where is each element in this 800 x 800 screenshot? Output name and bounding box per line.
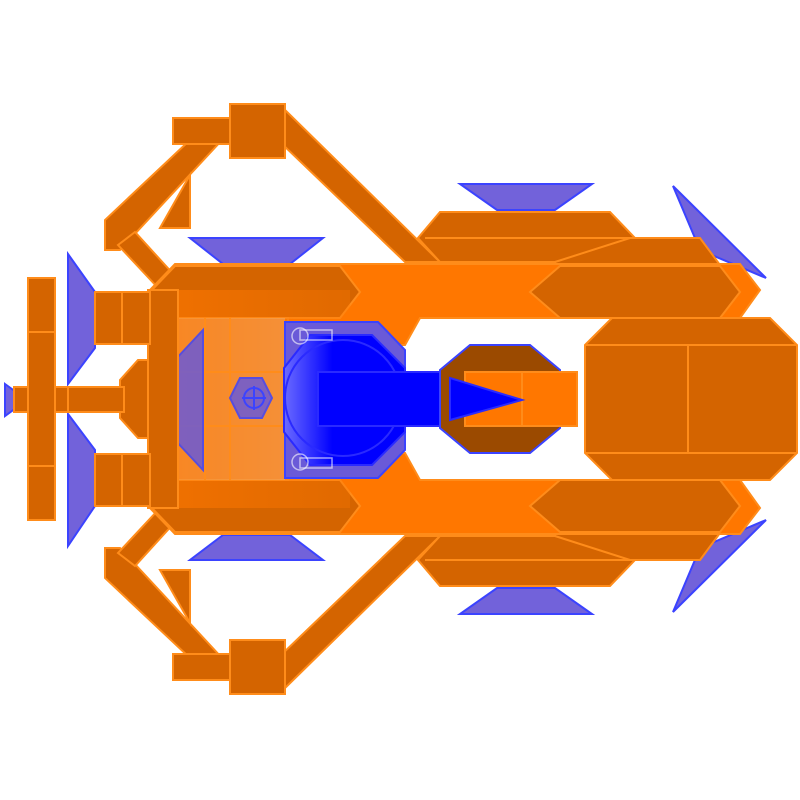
barrel-housing: [317, 371, 459, 427]
top-latch: [299, 329, 333, 341]
bottom-latch: [299, 457, 333, 469]
top-arm-block: [229, 103, 286, 159]
top-bolt: [291, 327, 309, 345]
cannon-spike: [449, 376, 526, 422]
cannon: [439, 344, 578, 454]
left-fin-bottom: [67, 411, 96, 550]
nose-wedge: [119, 359, 149, 439]
top-fin-far: [456, 183, 596, 211]
top-arm-outer: [104, 139, 225, 251]
bottom-fin-near: [187, 534, 326, 561]
front-bumper: [147, 289, 179, 509]
bottom-rail-panel: [528, 479, 742, 533]
left-fin-top: [67, 250, 96, 387]
nose-assembly: [13, 277, 179, 521]
bottom-arm-block: [229, 639, 286, 695]
bottom-fin-far: [456, 587, 596, 615]
arm-struts: [104, 103, 443, 695]
cockpit: [283, 321, 459, 479]
bottom-bolt: [291, 453, 309, 471]
top-arm-cap: [172, 117, 231, 145]
top-rail-panel: [528, 265, 742, 319]
bottom-arm-outer: [104, 547, 225, 659]
engine-block: [584, 317, 798, 481]
bottom-arm-brace: [158, 569, 191, 627]
front-antenna: [27, 277, 56, 521]
top-arm-brace: [158, 171, 191, 229]
wing-fins: [4, 183, 767, 615]
bottom-arm-cap: [172, 653, 231, 681]
engine-housing: [584, 317, 798, 481]
top-fin-near: [187, 237, 326, 265]
